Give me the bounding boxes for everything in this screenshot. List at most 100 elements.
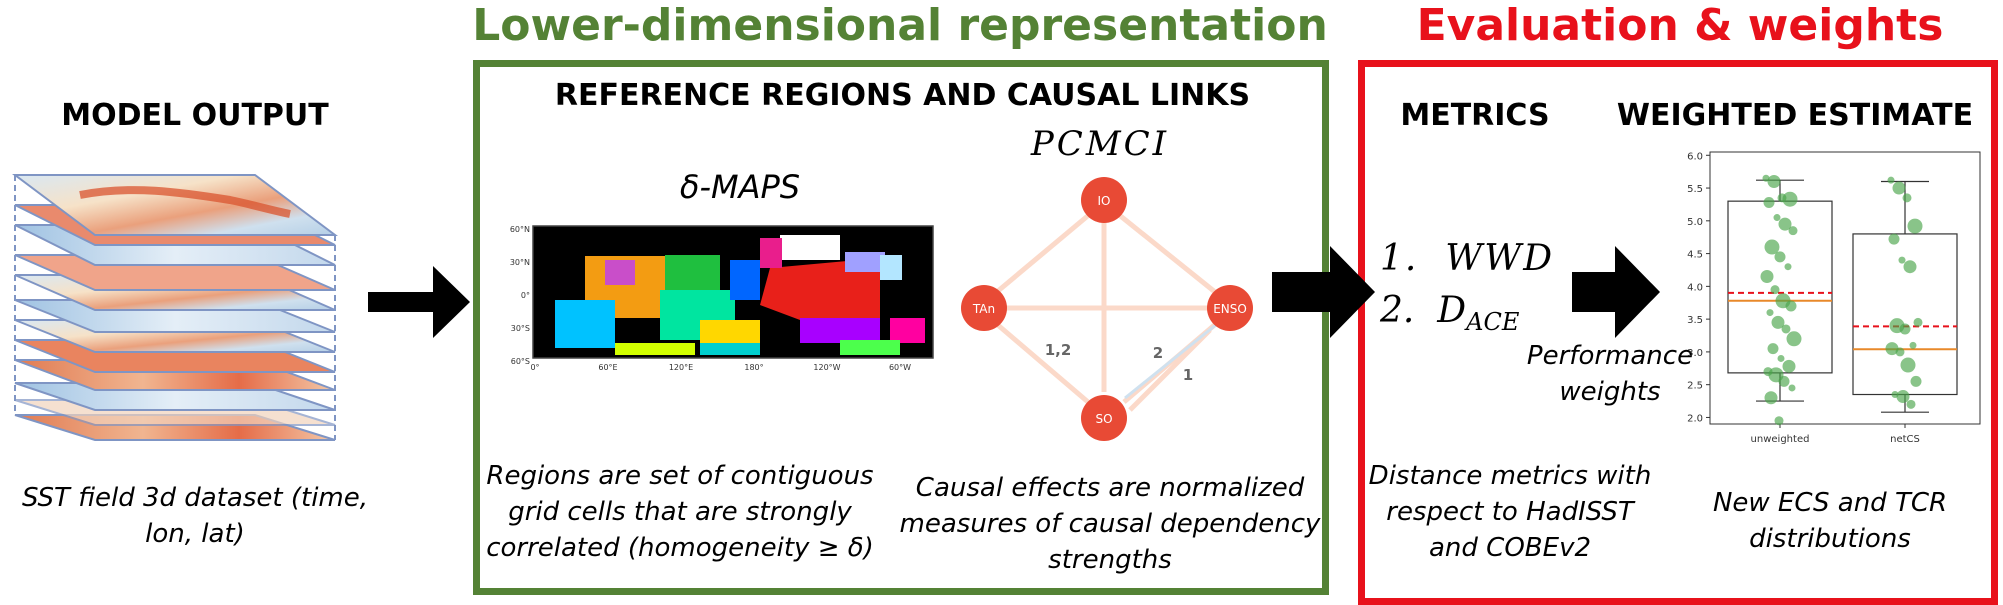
data-point [1907, 218, 1923, 234]
data-point [1763, 196, 1775, 208]
y-tick-label: 4.5 [1687, 250, 1703, 261]
edge-label: 1 [1183, 366, 1193, 384]
edge-enso-so-2 [1128, 328, 1212, 412]
y-tick-label: 3.5 [1687, 315, 1703, 326]
data-point [1774, 251, 1786, 263]
map-lat-tick: 0° [521, 291, 530, 300]
caption-model-output: SST field 3d dataset (time, lon, lat) [21, 483, 369, 549]
heading-weighted-estimate: WEIGHTED ESTIMATE [1616, 98, 1974, 133]
data-point [1892, 181, 1906, 195]
map-lon-tick: 60°W [889, 363, 911, 372]
metric-name: WWD [1445, 238, 1555, 279]
caption-causal: Causal effects are normalized measures o… [899, 473, 1321, 575]
data-point [1885, 342, 1899, 356]
data-point [1784, 263, 1792, 271]
map-lon-tick: 60°E [598, 363, 617, 372]
data-point [1764, 391, 1778, 405]
arrow-to-metrics [1272, 246, 1375, 338]
data-point [1906, 399, 1916, 409]
data-point [1767, 343, 1779, 355]
data-point [1888, 233, 1900, 245]
map-lon-tick: 120°W [813, 363, 840, 372]
node-label: IO [1098, 194, 1111, 208]
x-tick-label: unweighted [1751, 434, 1810, 445]
caption-regions: Regions are set of contiguous grid cells… [486, 461, 874, 563]
data-point [1781, 324, 1791, 334]
data-point [1896, 389, 1910, 403]
performance-weights-label: Performance weights [1526, 341, 1694, 407]
data-point [1782, 191, 1798, 207]
data-point [1786, 331, 1802, 347]
node-enso [1207, 285, 1253, 331]
data-point [1778, 375, 1790, 387]
y-tick-label: 6.0 [1687, 151, 1703, 162]
data-point [1903, 260, 1917, 274]
sst-layer-stack [12, 174, 338, 441]
pcmci-label: PCMCI [1030, 124, 1170, 164]
caption-distance-metrics: Distance metrics with respect to HadISST… [1368, 461, 1652, 563]
data-point [1898, 256, 1906, 264]
map-lat-tick: 30°N [510, 258, 530, 267]
data-point [1764, 239, 1780, 255]
map-lat-tick: 60°S [511, 357, 530, 366]
arrow-to-weighted [1572, 246, 1660, 338]
data-point [1773, 214, 1781, 222]
heading-metrics: METRICS [1400, 98, 1550, 133]
metric-number: 1. [1380, 238, 1419, 279]
y-tick-label: 4.0 [1687, 282, 1703, 293]
edge-tan-io [990, 212, 1092, 298]
data-point [1774, 416, 1784, 426]
arrow-model-to-regions [368, 266, 470, 338]
data-point [1778, 217, 1792, 231]
data-point [1909, 341, 1917, 349]
section-title-evaluation: Evaluation & weights [1416, 0, 1944, 51]
metric-item-dace: 2. DACE [1380, 290, 1610, 336]
metric-number: 2. [1380, 290, 1415, 331]
node-io [1081, 177, 1127, 223]
data-point [1900, 357, 1916, 373]
data-point [1777, 354, 1785, 362]
data-point [1913, 317, 1923, 327]
evaluation-box [1358, 60, 1998, 605]
metric-item-wwd: 1. WWD [1380, 238, 1610, 279]
map-lat-tick: 60°N [510, 225, 530, 234]
edge-io-enso [1116, 212, 1222, 298]
data-point [1910, 375, 1922, 387]
data-point [1895, 347, 1905, 357]
heading-reference-regions: REFERENCE REGIONS AND CAUSAL LINKS [554, 78, 1251, 113]
map-lon-tick: 120°E [669, 363, 693, 372]
y-tick-label: 2.5 [1687, 381, 1703, 392]
metric-name: D [1437, 290, 1467, 331]
weighted-estimate-chart: 2.0 2.5 3.0 3.5 4.0 4.5 5.0 5.5 6.0 unweighted ne… [1687, 151, 1981, 445]
y-tick-label: 3.0 [1687, 348, 1703, 359]
node-so [1081, 395, 1127, 441]
data-point [1767, 174, 1781, 188]
data-point [1771, 315, 1785, 329]
x-tick-label: netCS [1890, 434, 1920, 445]
caption-ecs-tcr: New ECS and TCR distributions [1712, 488, 1948, 554]
node-label: SO [1095, 412, 1112, 426]
lower-dimensional-box [473, 60, 1329, 595]
section-title-lower-dimensional: Lower-dimensional representation [472, 0, 1328, 51]
y-tick-label: 5.5 [1687, 184, 1703, 195]
edge-tan-so [990, 318, 1090, 404]
data-point [1760, 270, 1774, 284]
edge-label: 2 [1153, 344, 1163, 362]
edge-label: 1,2 [1045, 341, 1072, 359]
metric-subscript: ACE [1466, 308, 1520, 337]
map-lon-tick: 0° [530, 363, 539, 372]
data-point [1899, 323, 1911, 335]
y-tick-label: 2.0 [1687, 413, 1703, 424]
node-label: ENSO [1213, 302, 1247, 316]
data-point [1887, 176, 1895, 184]
dmaps-label: δ-MAPS [679, 168, 801, 206]
heading-model-output: MODEL OUTPUT [61, 98, 329, 133]
y-tick-label: 5.0 [1687, 217, 1703, 228]
data-point [1785, 300, 1797, 312]
map-lon-tick: 180° [744, 363, 763, 372]
data-point [1788, 384, 1796, 392]
data-point [1770, 285, 1780, 295]
